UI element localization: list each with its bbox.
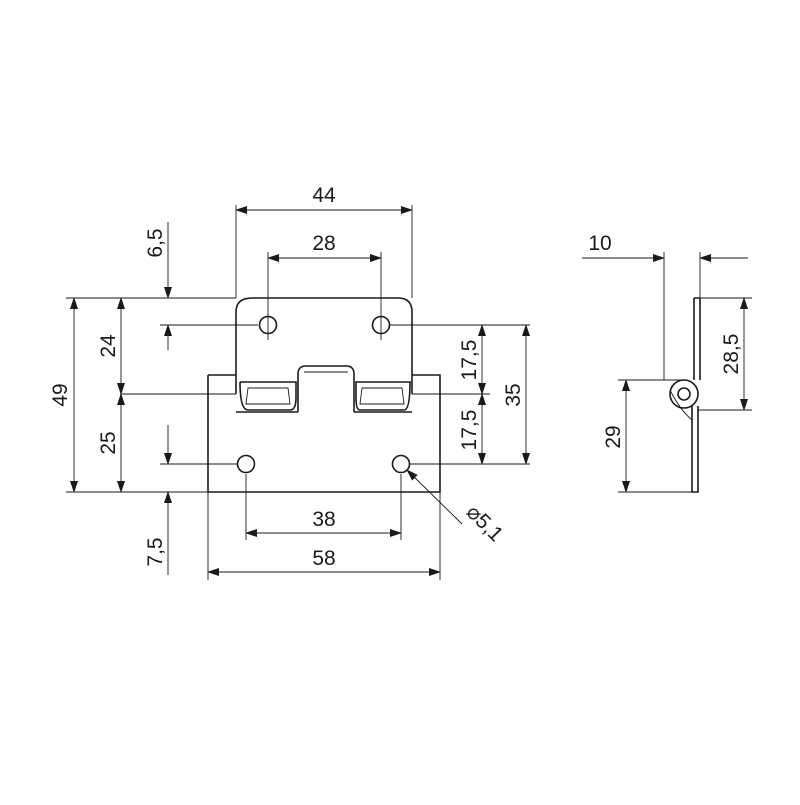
upper-plate-outline: [235, 297, 413, 394]
dim-height-bottom: 25: [97, 431, 120, 454]
dim-hole-diameter: ⌀5,1: [462, 500, 508, 546]
dim-width-top: 44: [312, 184, 336, 207]
dim-hole-offset-upper: 17,5: [458, 340, 481, 381]
dim-hole-spacing-bottom: 38: [312, 508, 335, 531]
left-knuckle: [236, 381, 298, 413]
dim-hole-spacing-top: 28: [312, 232, 335, 255]
side-view: 10 28,5 29: [582, 232, 752, 493]
center-knuckle: [297, 365, 355, 412]
hole-bottom-left: [236, 454, 256, 474]
front-dimensions: 44 28 6,5 49 24 25 7,5 17,5: [49, 184, 530, 580]
side-knuckle: [669, 379, 699, 409]
dim-width-bottom: 58: [312, 547, 335, 570]
right-knuckle: [354, 381, 412, 413]
hole-bottom-right: [391, 454, 411, 474]
dim-side-height-lower: 29: [602, 425, 625, 448]
dim-hole-offset-top: 6,5: [144, 228, 167, 257]
side-upper-leaf: [693, 297, 701, 380]
dim-hole-vertical-spacing: 35: [502, 383, 525, 406]
dim-side-height-upper: 28,5: [720, 334, 743, 375]
dim-hole-offset-lower: 17,5: [458, 410, 481, 451]
side-bend: [669, 389, 693, 421]
side-pin: [677, 387, 691, 401]
dim-hole-offset-bottom: 7,5: [144, 537, 167, 566]
right-knuckle-inner: [359, 387, 405, 405]
dim-height-total: 49: [49, 383, 72, 406]
side-lower-leaf: [691, 406, 699, 493]
dim-thickness: 10: [588, 232, 611, 255]
front-view: [120, 297, 441, 493]
left-knuckle-inner: [245, 387, 291, 405]
dim-height-top: 24: [97, 334, 120, 358]
lower-plate-outline: [207, 374, 441, 493]
